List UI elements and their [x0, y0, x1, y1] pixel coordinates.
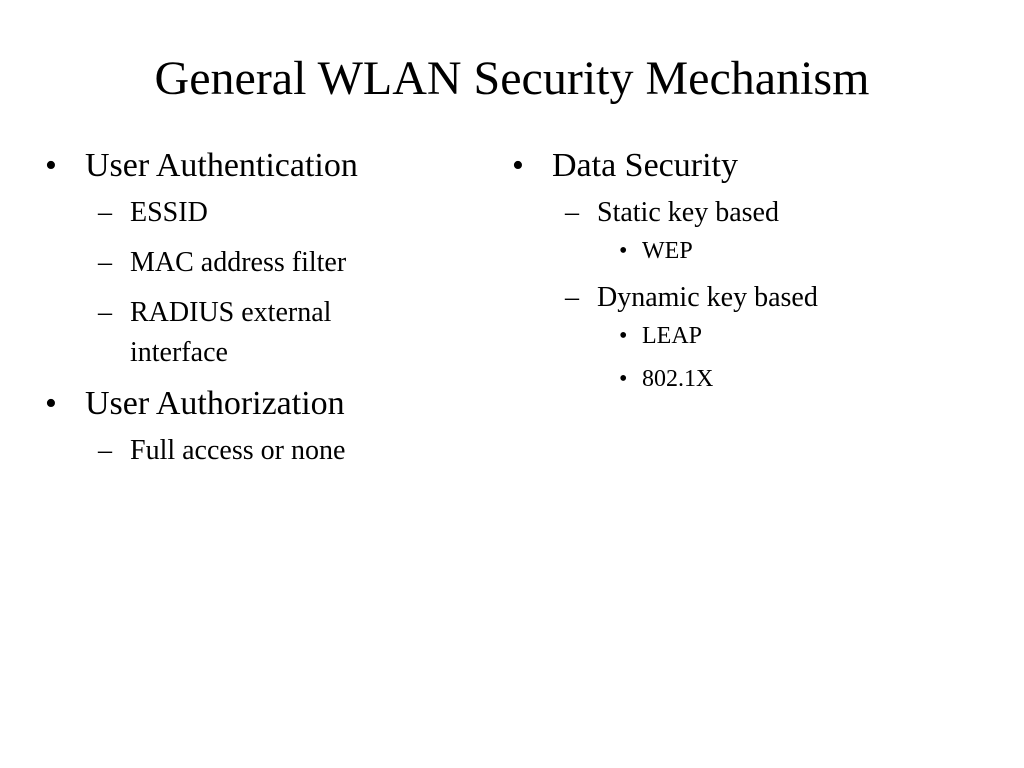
sub-sub-bullet-8021x: • 802.1X [597, 363, 982, 395]
bullet-icon: • [619, 323, 628, 349]
dash-icon: – [565, 282, 579, 313]
sub-sub-bullet-label: LEAP [642, 323, 702, 349]
bullet-item-data-security: • Data Security – Static key based • WEP [512, 145, 982, 395]
bullet-icon: • [45, 147, 57, 184]
bullet-item-user-authentication: • User Authentication – ESSID – MAC addr… [45, 145, 465, 373]
bullet-list: • User Authentication – ESSID – MAC addr… [45, 145, 465, 471]
sub-sub-bullet-list: • LEAP • 802.1X [597, 320, 982, 395]
sub-bullet-list: – Static key based • WEP – Dynamic key b… [552, 193, 982, 395]
sub-bullet-label: Dynamic key based [597, 282, 818, 313]
sub-bullet-label: RADIUS external interface [130, 297, 332, 368]
bullet-label: User Authentication [85, 147, 358, 184]
sub-bullet-label: ESSID [130, 197, 208, 228]
sub-sub-bullet-wep: • WEP [597, 235, 982, 267]
slide-title: General WLAN Security Mechanism [154, 52, 870, 105]
right-column: • Data Security – Static key based • WEP [512, 145, 982, 406]
sub-sub-bullet-list: • WEP [597, 235, 982, 267]
sub-bullet-list: – ESSID – MAC address filter – RADIUS ex… [85, 193, 465, 373]
dash-icon: – [98, 247, 112, 278]
dash-icon: – [98, 297, 112, 328]
sub-sub-bullet-label: 802.1X [642, 366, 714, 392]
bullet-label: User Authorization [85, 385, 345, 422]
sub-bullet-static-key: – Static key based • WEP [552, 193, 982, 267]
sub-bullet-radius: – RADIUS external interface [85, 293, 465, 373]
sub-bullet-list: – Full access or none [85, 431, 465, 471]
bullet-list: • Data Security – Static key based • WEP [512, 145, 982, 395]
bullet-item-user-authorization: • User Authorization – Full access or no… [45, 383, 465, 471]
sub-bullet-full-access: – Full access or none [85, 431, 465, 471]
sub-bullet-label: MAC address filter [130, 247, 347, 278]
sub-bullet-essid: – ESSID [85, 193, 465, 233]
dash-icon: – [98, 435, 112, 466]
sub-bullet-label: Full access or none [130, 435, 346, 466]
left-column: • User Authentication – ESSID – MAC addr… [45, 145, 465, 481]
sub-sub-bullet-leap: • LEAP [597, 320, 982, 352]
dash-icon: – [98, 197, 112, 228]
bullet-icon: • [512, 147, 524, 184]
bullet-icon: • [619, 366, 628, 392]
sub-bullet-mac-filter: – MAC address filter [85, 243, 465, 283]
sub-bullet-dynamic-key: – Dynamic key based • LEAP • 802.1X [552, 278, 982, 395]
sub-sub-bullet-label: WEP [642, 238, 693, 264]
bullet-icon: • [619, 238, 628, 264]
sub-bullet-label: Static key based [597, 197, 779, 228]
dash-icon: – [565, 197, 579, 228]
bullet-icon: • [45, 385, 57, 422]
bullet-label: Data Security [552, 147, 738, 184]
